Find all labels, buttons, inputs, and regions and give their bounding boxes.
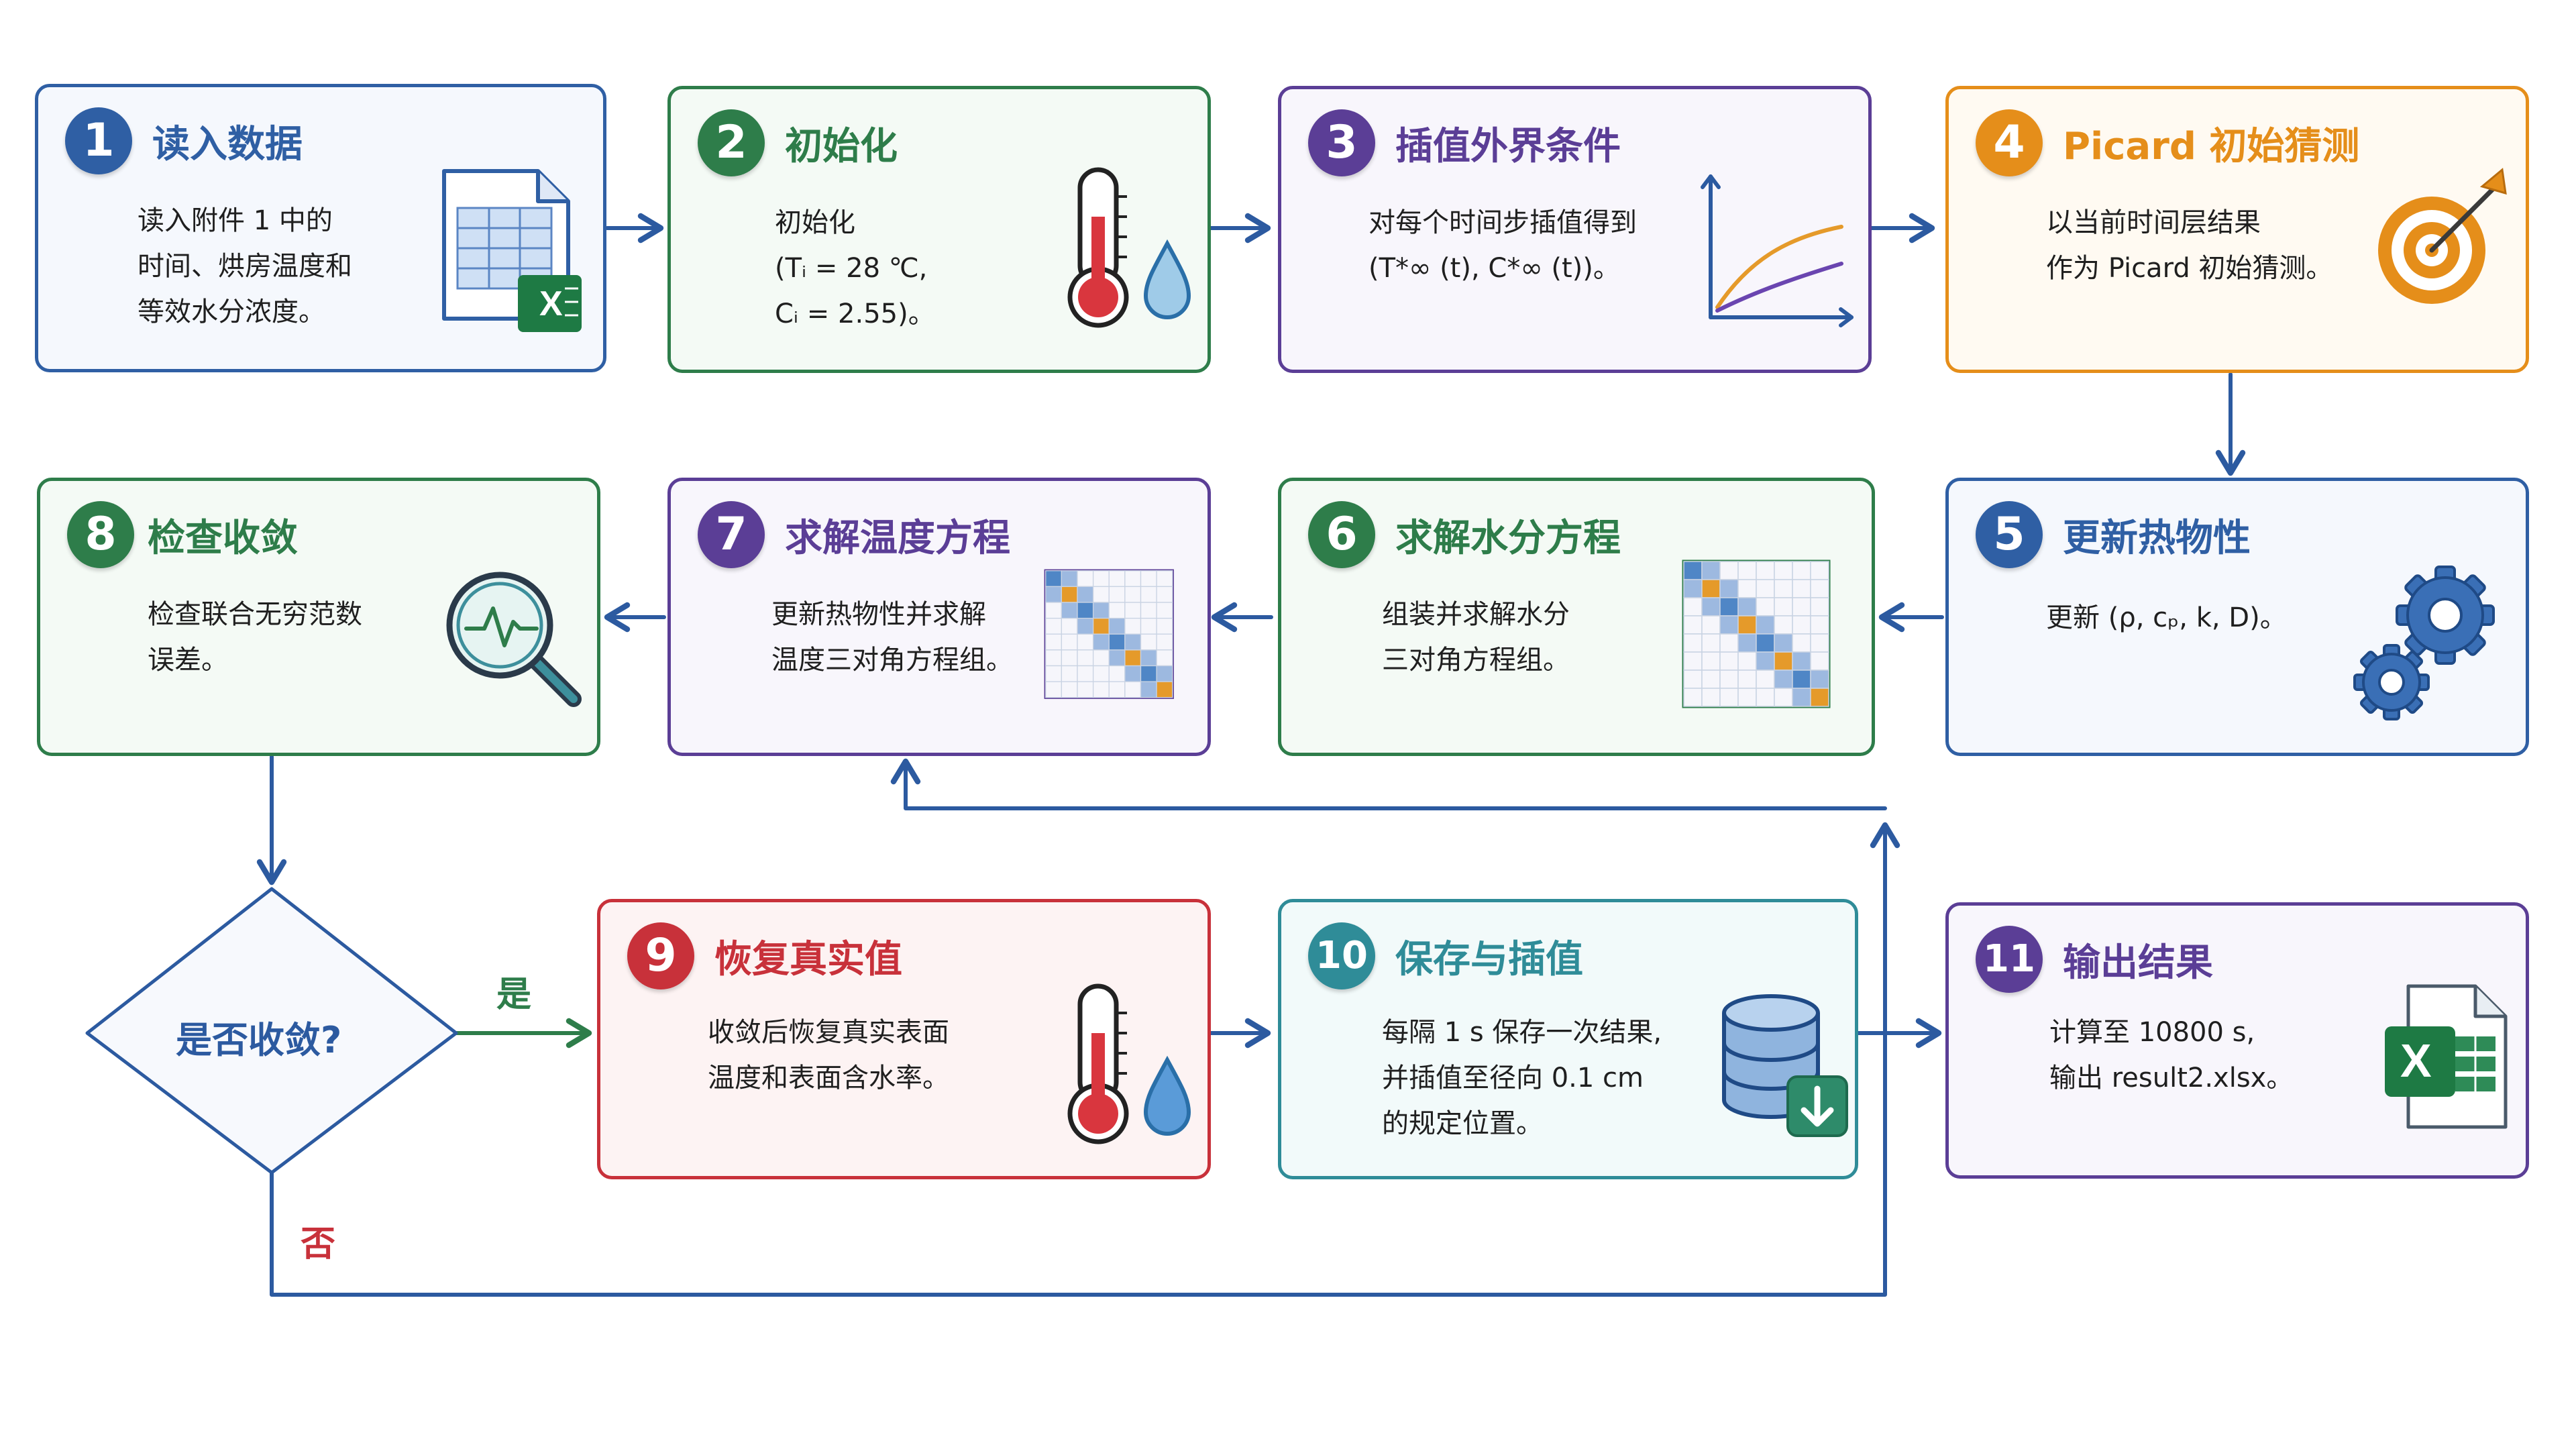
step-5-badge: 5 (1976, 501, 2043, 568)
step-2-line: 初始化 (775, 207, 855, 238)
excel-sheet-icon: X (442, 169, 582, 332)
database-download-icon (1722, 994, 1848, 1137)
step-5-body: 更新 (ρ, cₚ, k, D)。 (2046, 595, 2395, 641)
step-10-line: 并插值至径向 0.1 cm (1382, 1063, 1644, 1093)
step-8-line: 误差。 (148, 645, 228, 676)
arrow-loop-to-7 (890, 758, 1887, 810)
step-4-badge: 4 (1976, 109, 2043, 176)
step-3-line: 对每个时间步插值得到 (1368, 207, 1637, 238)
step-9-box: 9 恢复真实值 收敛后恢复真实表面 温度和表面含水率。 (597, 899, 1211, 1179)
step-8-line: 检查联合无穷范数 (148, 599, 362, 630)
step-11-title: 输出结果 (2063, 941, 2213, 985)
step-3-title: 插值外界条件 (1395, 125, 1621, 168)
step-11-box: 11 输出结果 计算至 10800 s, 输出 result2.xlsx。 X (1945, 902, 2529, 1179)
step-4-box: 4 Picard 初始猜测 以当前时间层结果 作为 Picard 初始猜测。 (1945, 86, 2529, 373)
tridiagonal-matrix-icon (1044, 569, 1174, 699)
step-10-badge: 10 (1308, 922, 1375, 989)
step-10-line: 的规定位置。 (1382, 1108, 1543, 1139)
step-9-title: 恢复真实值 (714, 938, 902, 981)
step-5-line: 更新 (ρ, cₚ, k, D)。 (2046, 602, 2287, 633)
step-2-title: 初始化 (785, 125, 898, 168)
yes-label: 是 (496, 975, 532, 1015)
step-6-badge: 6 (1308, 501, 1375, 568)
step-1-line: 等效水分浓度。 (138, 297, 325, 327)
step-7-badge: 7 (698, 501, 765, 568)
step-11-line: 输出 result2.xlsx。 (2049, 1063, 2294, 1093)
step-6-line: 组装并求解水分 (1382, 599, 1570, 630)
step-1-badge: 1 (65, 107, 132, 174)
step-5-box: 5 更新热物性 更新 (ρ, cₚ, k, D)。 (1945, 478, 2529, 756)
step-1-title: 读入数据 (152, 123, 303, 166)
step-4-line: 作为 Picard 初始猜测。 (2046, 253, 2333, 284)
arrow-no-loop (270, 822, 1900, 1297)
line-chart-icon (1701, 174, 1854, 327)
step-11-badge: 11 (1976, 926, 2043, 993)
step-7-line: 更新热物性并求解 (771, 599, 986, 630)
step-2-box: 2 初始化 初始化 (Tᵢ = 28 ℃, Cᵢ = 2.55)。 (667, 86, 1211, 373)
step-9-badge: 9 (627, 922, 694, 989)
step-3-badge: 3 (1308, 109, 1375, 176)
step-2-badge: 2 (698, 109, 765, 176)
step-1-box: 1 读入数据 读入附件 1 中的 时间、烘房温度和 等效水分浓度。 X (35, 84, 606, 372)
step-7-title: 求解温度方程 (785, 517, 1010, 560)
step-8-box: 8 检查收敛 检查联合无穷范数 误差。 (37, 478, 600, 756)
step-9-line: 收敛后恢复真实表面 (708, 1017, 949, 1048)
step-10-box: 10 保存与插值 每隔 1 s 保存一次结果, 并插值至径向 0.1 cm 的规… (1278, 899, 1858, 1179)
step-10-title: 保存与插值 (1395, 938, 1583, 981)
step-2-line: Cᵢ = 2.55)。 (775, 299, 935, 329)
decision-diamond (85, 887, 458, 1175)
step-3-line: (T*∞ (t), C*∞ (t))。 (1368, 253, 1620, 284)
step-3-box: 3 插值外界条件 对每个时间步插值得到 (T*∞ (t), C*∞ (t))。 (1278, 86, 1872, 373)
step-10-line: 每隔 1 s 保存一次结果, (1382, 1017, 1662, 1048)
step-11-body: 计算至 10800 s, 输出 result2.xlsx。 (2049, 1010, 2398, 1101)
tridiagonal-matrix-icon (1682, 559, 1831, 708)
step-1-line: 时间、烘房温度和 (138, 251, 352, 282)
step-2-line: (Tᵢ = 28 ℃, (775, 253, 928, 284)
thermometer-water-drop-icon (1067, 167, 1191, 328)
step-8-body: 检查联合无穷范数 误差。 (148, 592, 496, 683)
step-7-box: 7 求解温度方程 更新热物性并求解 温度三对角方程组。 (667, 478, 1211, 756)
decision-label: 是否收敛? (176, 1019, 342, 1061)
step-1-body: 读入附件 1 中的 时间、烘房温度和 等效水分浓度。 (138, 198, 486, 335)
step-8-title: 检查收敛 (148, 517, 298, 560)
step-1-line: 读入附件 1 中的 (138, 205, 333, 236)
step-2-body: 初始化 (Tᵢ = 28 ℃, Cᵢ = 2.55)。 (775, 200, 1124, 337)
step-3-body: 对每个时间步插值得到 (T*∞ (t), C*∞ (t))。 (1368, 200, 1717, 291)
gears-icon (2353, 566, 2495, 720)
step-6-body: 组装并求解水分 三对角方程组。 (1382, 592, 1731, 683)
excel-file-icon: X (2385, 984, 2508, 1129)
step-6-line: 三对角方程组。 (1382, 645, 1570, 676)
thermometer-water-drop-icon (1067, 983, 1191, 1144)
step-7-body: 更新热物性并求解 温度三对角方程组。 (771, 592, 1120, 683)
step-4-body: 以当前时间层结果 作为 Picard 初始猜测。 (2046, 200, 2395, 291)
step-4-line: 以当前时间层结果 (2046, 207, 2261, 238)
no-label: 否 (301, 1224, 336, 1265)
svg-text:X: X (2400, 1034, 2432, 1087)
step-7-line: 温度三对角方程组。 (771, 645, 1013, 676)
step-9-body: 收敛后恢复真实表面 温度和表面含水率。 (708, 1010, 1057, 1101)
step-11-line: 计算至 10800 s, (2049, 1017, 2255, 1048)
magnifier-pulse-icon (446, 572, 582, 707)
step-9-line: 温度和表面含水率。 (708, 1063, 949, 1093)
target-icon (2378, 168, 2507, 304)
step-5-title: 更新热物性 (2063, 517, 2251, 560)
step-6-title: 求解水分方程 (1395, 517, 1621, 560)
step-4-title: Picard 初始猜测 (2063, 125, 2360, 168)
svg-text:X: X (539, 284, 563, 323)
step-8-badge: 8 (67, 501, 134, 568)
step-10-body: 每隔 1 s 保存一次结果, 并插值至径向 0.1 cm 的规定位置。 (1382, 1010, 1731, 1146)
step-6-box: 6 求解水分方程 组装并求解水分 三对角方程组。 (1278, 478, 1875, 756)
